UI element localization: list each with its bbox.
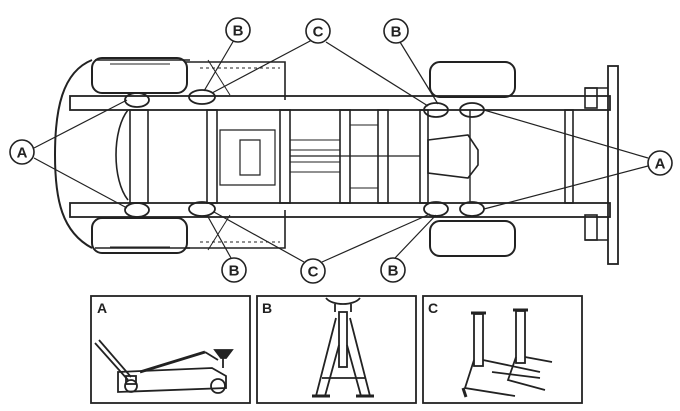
crossmember-1 bbox=[206, 109, 218, 204]
callout-label: C bbox=[308, 264, 319, 281]
panel-b-jack-stand: B bbox=[256, 295, 417, 404]
floor-jack-icon bbox=[94, 339, 234, 394]
callout-label: B bbox=[233, 23, 244, 40]
frame-rail-lower bbox=[69, 202, 611, 218]
callout-top-c: C bbox=[305, 18, 331, 44]
point-a-front-upper bbox=[124, 92, 150, 108]
callout-top-b-left: B bbox=[225, 17, 251, 43]
callout-label: A bbox=[655, 156, 666, 173]
point-c-front-upper bbox=[188, 89, 216, 105]
cab-outline bbox=[185, 61, 286, 249]
panel-c-stand-pair: C bbox=[422, 295, 583, 404]
panel-b-label: B bbox=[262, 300, 272, 316]
crossmember-5 bbox=[419, 109, 429, 204]
panel-a-label: A bbox=[97, 300, 107, 316]
rear-left-wheel bbox=[429, 61, 516, 98]
point-b-rear-lower-2 bbox=[459, 201, 485, 217]
frame-rail-upper bbox=[69, 95, 611, 111]
callout-label: C bbox=[313, 24, 324, 41]
front-bumper bbox=[53, 59, 93, 249]
callout-label: B bbox=[388, 263, 399, 280]
front-fascia-curve bbox=[115, 109, 129, 201]
crossmember-2 bbox=[279, 109, 291, 204]
callout-label: B bbox=[391, 24, 402, 41]
callout-top-b-right: B bbox=[383, 18, 409, 44]
rear-bumper bbox=[607, 65, 619, 265]
chassis-top-view bbox=[53, 57, 619, 265]
callout-bottom-b-right: B bbox=[380, 257, 406, 283]
jack-stand-icon bbox=[312, 297, 374, 398]
callout-right-a: A bbox=[647, 150, 673, 176]
rear-right-wheel bbox=[429, 220, 516, 257]
callout-label: B bbox=[229, 263, 240, 280]
point-b-rear-upper-1 bbox=[423, 102, 449, 118]
rear-differential bbox=[427, 134, 479, 179]
front-left-wheel bbox=[91, 57, 188, 94]
point-c-front-lower bbox=[188, 201, 216, 217]
point-b-rear-lower-1 bbox=[423, 201, 449, 217]
stand-pair-icon bbox=[461, 308, 553, 398]
support-points bbox=[124, 89, 485, 218]
callout-left-a: A bbox=[9, 139, 35, 165]
front-right-wheel bbox=[91, 217, 188, 254]
front-body-outline bbox=[95, 59, 190, 249]
crossmember-6 bbox=[564, 109, 574, 204]
callout-bottom-c: C bbox=[300, 258, 326, 284]
panel-a-floor-jack: A bbox=[90, 295, 251, 404]
panel-c-label: C bbox=[428, 300, 438, 316]
point-a-front-lower bbox=[124, 202, 150, 218]
transmission bbox=[219, 129, 276, 186]
callout-label: A bbox=[17, 145, 28, 162]
leader-lines bbox=[33, 39, 649, 263]
front-crossmember bbox=[129, 109, 149, 204]
callout-bottom-b-left: B bbox=[221, 257, 247, 283]
